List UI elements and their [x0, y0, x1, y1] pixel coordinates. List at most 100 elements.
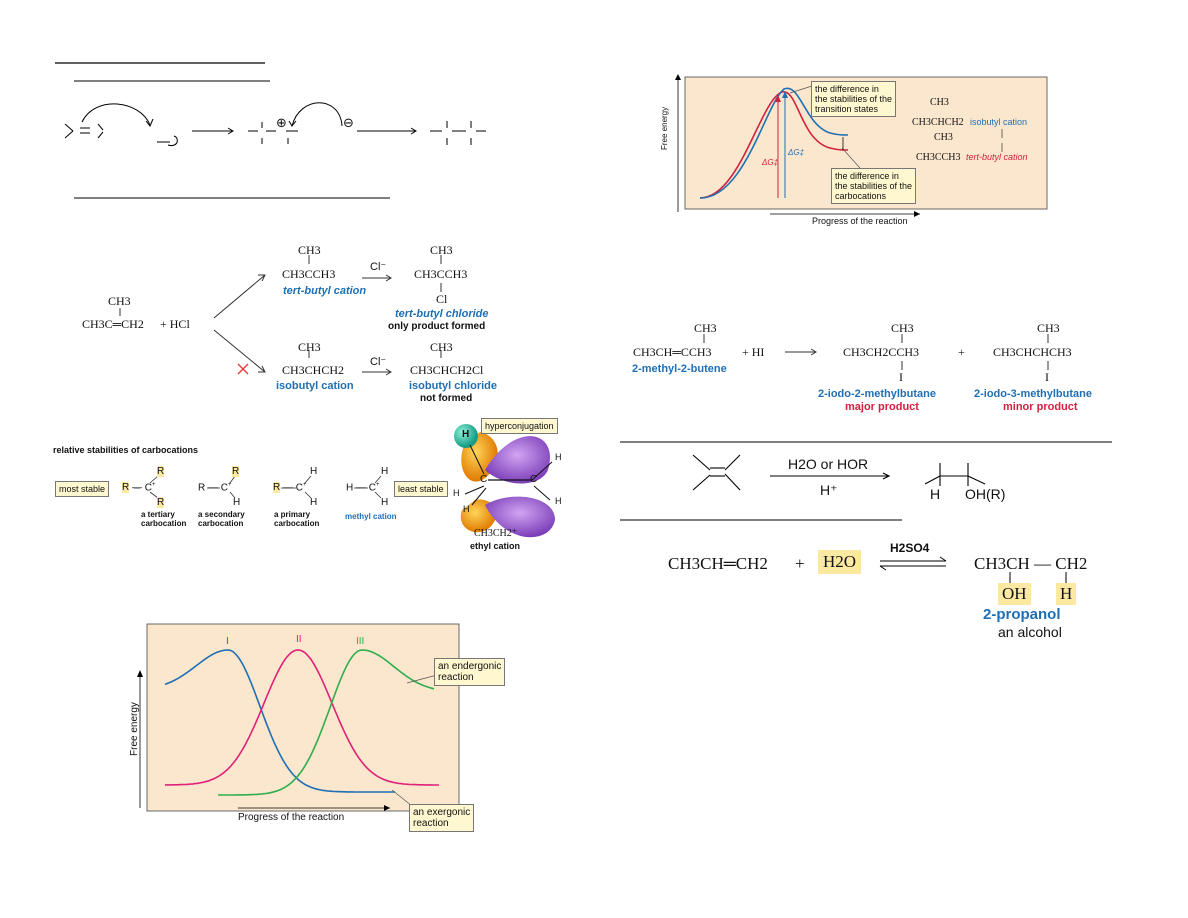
- propanol-formula: CH3CH — CH2: [974, 554, 1088, 573]
- minor-note: minor product: [1003, 401, 1078, 413]
- top-isobutyl-label: isobutyl cation: [970, 117, 1028, 127]
- chloride-ion-2: Cl⁻: [370, 356, 387, 368]
- hydration-reagent: H2O or HOR: [788, 456, 869, 472]
- propene-reactant: CH3CH═CH2: [668, 554, 768, 573]
- ib-chloride-formula: CH3CHCH2Cl: [410, 363, 484, 377]
- h-left: H: [453, 488, 460, 498]
- top-isobutyl-ch3: CH3: [930, 97, 949, 108]
- hydration-h-label: H: [930, 486, 941, 502]
- product-name: 2-propanol: [983, 606, 1061, 623]
- methyl-h-bottom: H: [381, 497, 389, 508]
- ethyl-formula: CH3CH2⁺: [474, 528, 518, 539]
- ib-chloride-note: not formed: [420, 393, 473, 404]
- primary-h-bottom: H: [310, 497, 318, 508]
- least-stable-callout: least stable: [394, 481, 448, 497]
- hi-reactant-label: 2-methyl-2-butene: [632, 363, 727, 375]
- curve-label-II: II: [296, 634, 302, 645]
- dg-red-label: ΔG‡: [762, 158, 779, 167]
- minus-charge-icon: ⊖: [343, 115, 354, 130]
- minor-label: 2-iodo-3-methylbutane: [974, 388, 1092, 400]
- blocked-x-icon: [237, 363, 249, 375]
- tbutyl-branch-arrows: [119, 255, 442, 376]
- bottom-xlabel: Progress of the reaction: [238, 812, 345, 823]
- tertiary-label: a tertiary carbocation: [141, 510, 187, 528]
- major-ch3: CH3: [891, 321, 914, 335]
- tertiary-r-top: R: [157, 466, 165, 477]
- bottom-ylabel: Free energy: [129, 702, 140, 756]
- electrophilic-addition-scheme: [64, 102, 486, 147]
- hydration-catalyst: H⁺: [820, 482, 838, 498]
- major-label: 2-iodo-2-methylbutane: [818, 388, 936, 400]
- ts-difference-callout: the difference in the stabilities of the…: [811, 81, 897, 117]
- stabilities-heading: relative stabilities of carbocations: [53, 445, 199, 455]
- hydration-plus: +: [795, 554, 805, 573]
- h-bottom-right: H: [555, 496, 562, 506]
- tb-chloride-cl: Cl: [436, 292, 448, 306]
- curve-label-I: I: [226, 636, 229, 647]
- tb-cation-ch3: CH3: [298, 243, 321, 257]
- ib-cation-label: isobutyl cation: [276, 380, 354, 392]
- major-formula: CH3CH2CCH3: [843, 345, 920, 359]
- tb-cation-label: tert-butyl cation: [283, 285, 367, 297]
- chloride-ion-1: Cl⁻: [370, 261, 387, 273]
- hi-plus: +: [958, 345, 965, 359]
- stability-bonds: [134, 475, 382, 499]
- exergonic-callout: an exergonic reaction: [409, 804, 475, 832]
- hydration-oh-label: OH(R): [965, 486, 1006, 502]
- endergonic-callout: an endergonic reaction: [434, 658, 506, 686]
- propene-formula: CH3C═CH2: [82, 317, 144, 331]
- propene-ch3: CH3: [108, 294, 131, 308]
- water-reagent: H2O: [818, 550, 862, 574]
- top-isobutyl-formula: CH3CHCH2: [912, 117, 964, 128]
- major-note: major product: [845, 401, 919, 413]
- methyl-h-top: H: [381, 466, 389, 477]
- minor-formula: CH3CHCHCH3: [993, 345, 1072, 359]
- curve-label-III: III: [356, 636, 365, 647]
- hydration-general-structures: [692, 454, 986, 491]
- tb-cation-formula: CH3CCH3: [282, 267, 336, 281]
- carbon-1-label: C: [480, 474, 488, 485]
- h-top-right: H: [555, 452, 562, 462]
- dg-blue-label: ΔG‡: [788, 148, 805, 157]
- hydrogen-atom-label: H: [462, 429, 470, 440]
- top-tbutyl-ch3: CH3: [934, 132, 953, 143]
- ib-cation-formula: CH3CHCH2: [282, 363, 345, 377]
- hi-reactant-ch3: CH3: [694, 321, 717, 335]
- primary-label: a primary carbocation: [274, 510, 320, 528]
- tertiary-structure: R — C+: [122, 482, 156, 494]
- most-stable-callout: most stable: [55, 481, 110, 497]
- minor-ch3: CH3: [1037, 321, 1060, 335]
- secondary-label: a secondary carbocation: [198, 510, 245, 528]
- hyperconjugation-callout: hyperconjugation: [481, 418, 558, 434]
- hi-addition-lines: [703, 334, 1049, 370]
- carbocation-difference-callout: the difference in the stabilities of the…: [831, 168, 917, 204]
- top-tbutyl-formula: CH3CCH3: [916, 152, 961, 163]
- carbon-2-label: C: [530, 474, 538, 485]
- top-xlabel: Progress of the reaction: [812, 216, 908, 226]
- primary-structure: R — C+: [273, 482, 307, 494]
- major-iodine: I: [899, 370, 903, 384]
- secondary-structure: R — C+: [198, 482, 232, 494]
- top-tbutyl-label: tert-butyl cation: [966, 152, 1028, 162]
- sulfuric-acid-catalyst: H2SO4: [890, 541, 930, 555]
- ib-cation-ch3: CH3: [298, 340, 321, 354]
- methyl-label: methyl cation: [345, 512, 397, 521]
- product-class: an alcohol: [998, 624, 1062, 640]
- ib-chloride-ch3: CH3: [430, 340, 453, 354]
- tb-chloride-note: only product formed: [388, 321, 486, 332]
- tertiary-r-bottom: R: [157, 497, 165, 508]
- added-hydrogen: H: [1056, 583, 1077, 605]
- equilibrium-arrows: [879, 556, 1067, 584]
- ethyl-label: ethyl cation: [470, 541, 521, 551]
- plus-hcl: + HCl: [160, 317, 190, 331]
- plus-charge-icon: ⊕: [276, 115, 287, 130]
- methyl-structure: H — C+: [346, 482, 380, 494]
- plus-hi: + HI: [742, 345, 765, 359]
- tb-chloride-formula: CH3CCH3: [414, 267, 468, 281]
- secondary-h: H: [233, 497, 241, 508]
- hydroxyl-group: OH: [998, 583, 1031, 605]
- hi-reactant-formula: CH3CH═CCH3: [633, 345, 712, 359]
